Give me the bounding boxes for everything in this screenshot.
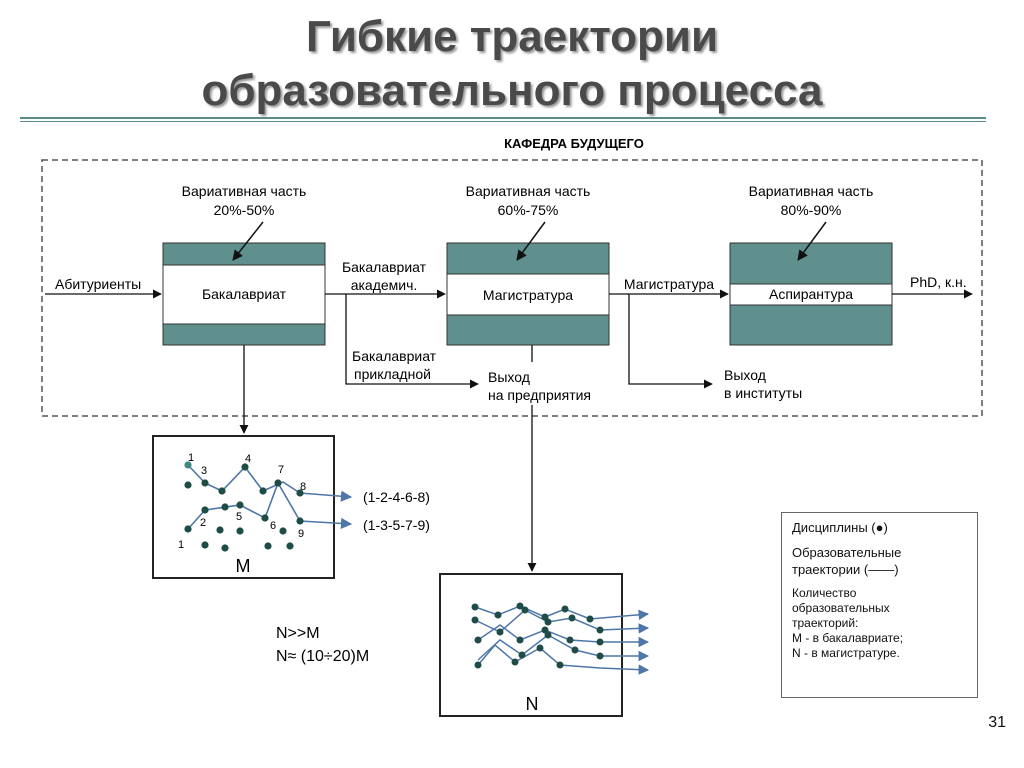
m-number-6: 6 [270,520,276,532]
box-m-label: M [236,556,251,576]
label-bach-applied-2: прикладной [354,366,431,382]
variative-3-arrow [797,221,827,261]
department-label: КАФЕДРА БУДУЩЕГО [504,136,644,151]
m-number-1a: 1 [188,452,194,464]
label-applicants: Абитуриенты [55,276,141,292]
box-n: N [439,573,650,717]
label-exit-institutes-1: Выход [724,367,766,383]
label-to-masters: Магистратура [624,276,714,292]
label-exit-institutes-2: в институты [724,385,802,401]
department-frame [41,159,983,417]
label-bach-applied-1: Бакалавриат [352,348,437,364]
title-divider-thin [20,121,986,122]
legend-trajectories: Образовательные траектории (——) [792,544,967,578]
legend-count-1: Количество [792,586,857,600]
legend-trajectories-1: Образовательные [792,545,902,560]
box-m-dots [184,461,304,552]
variative-1-arrow [232,221,264,261]
legend-count: Количество образовательных траекторий: M… [792,586,967,661]
legend-count-5: N - в магистратуре. [792,646,900,660]
label-bach-academic-1: Бакалавриат [342,259,427,275]
m-number-3: 3 [201,465,207,477]
label-phd: PhD, к.н. [910,274,967,290]
m-number-7: 7 [278,464,284,476]
stage-bachelor-label: Бакалавриат [202,286,287,302]
variative-2-title: Вариативная часть [466,183,591,199]
m-number-9: 9 [298,528,304,540]
label-bach-academic-2: академич. [351,277,418,293]
label-exit-enterprise-2: на предприятия [488,387,591,403]
slide-title-line1: Гибкие траектории [305,12,719,61]
arrow-bach-applied [345,294,479,389]
variative-1-title: Вариативная часть [182,183,307,199]
legend-trajectories-2: траектории (——) [792,562,899,577]
legend-count-2: образовательных [792,601,890,615]
title-divider [20,117,986,119]
m-number-2: 2 [200,517,206,529]
legend-count-3: траекторий: [792,616,859,630]
legend-count-4: M - в бакалавриате; [792,631,904,645]
variative-3-title: Вариативная часть [749,183,874,199]
m-number-4: 4 [245,453,251,465]
page-number: 31 [988,714,1006,731]
slide-title-line2: образовательного процесса [201,66,823,115]
m-number-1b: 1 [178,539,184,551]
stage-postgraduate-label: Аспирантура [769,286,853,302]
stage-postgraduate: Аспирантура [729,242,893,346]
m-number-5: 5 [236,511,242,523]
variative-2-percent: 60%-75% [498,202,559,218]
stage-bachelor: Бакалавриат [162,242,326,346]
stage-master-label: Магистратура [483,287,573,303]
variative-2-arrow [516,221,546,261]
relation-line2: N≈ (10÷20)M [276,648,369,665]
variative-1-percent: 20%-50% [214,202,275,218]
label-exit-enterprise-1: Выход [488,369,530,385]
path-2-label: (1-3-5-7-9) [363,517,430,533]
variative-3-percent: 80%-90% [781,202,842,218]
arrow-exit-institutes [628,294,713,389]
m-number-8: 8 [300,481,306,493]
box-m: 1 1 2 3 4 5 6 7 8 9 M [152,435,353,579]
relation-line1: N>>M [276,625,320,642]
box-n-label: N [526,694,539,714]
legend-box: Дисциплины (●) Образовательные траектори… [781,512,978,698]
box-n-dots [471,602,604,669]
path-1-label: (1-2-4-6-8) [363,489,430,505]
stage-master: Магистратура [446,242,610,346]
legend-disciplines: Дисциплины (●) [792,520,888,535]
